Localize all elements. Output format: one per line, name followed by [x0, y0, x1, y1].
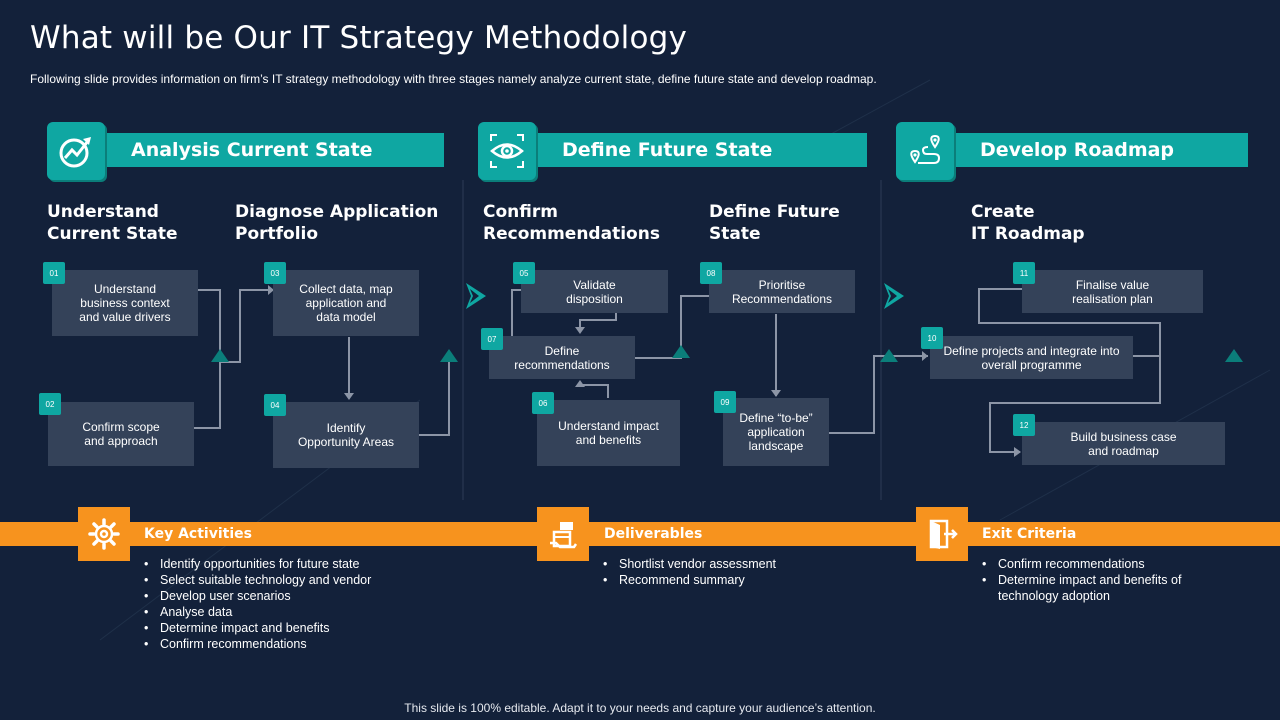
step-number-04: 04: [264, 394, 286, 416]
list-item: Recommend summary: [601, 572, 861, 588]
list-item: Confirm recommendations: [980, 556, 1212, 572]
stage-title-analysis: Analysis Current State: [131, 139, 373, 161]
step-box-04: Identify Opportunity Areas: [273, 402, 419, 468]
list-item: Confirm recommendations: [142, 636, 442, 652]
exit-door-icon: [916, 507, 968, 561]
step-number-06: 06: [532, 392, 554, 414]
deliverables-list: Shortlist vendor assessment Recommend su…: [601, 556, 861, 588]
stage-banner-analysis: [96, 133, 444, 167]
list-item: Determine impact and benefits: [142, 620, 442, 636]
step-box-02: Confirm scope and approach: [48, 402, 194, 466]
step-box-03: Collect data, map application and data m…: [273, 270, 419, 336]
list-item: Analyse data: [142, 604, 442, 620]
step-number-01: 01: [43, 262, 65, 284]
list-item: Select suitable technology and vendor: [142, 572, 442, 588]
step-box-01: Understand business context and value dr…: [52, 270, 198, 336]
step-number-03: 03: [264, 262, 286, 284]
step-box-11: Finalise value realisation plan: [1022, 270, 1203, 313]
bottom-orange-bar: [0, 522, 1280, 546]
step-number-07: 07: [481, 328, 503, 350]
step-box-08: Prioritise Recommendations: [709, 270, 855, 313]
step-number-09: 09: [714, 391, 736, 413]
step-box-09: Define “to-be” application landscape: [723, 398, 829, 466]
stage-banner-roadmap: [945, 133, 1248, 167]
footer-note: This slide is 100% editable. Adapt it to…: [404, 701, 876, 715]
step-box-05: Validate disposition: [521, 270, 668, 313]
step-number-02: 02: [39, 393, 61, 415]
stage-title-future: Define Future State: [562, 139, 773, 161]
list-item: Identify opportunities for future state: [142, 556, 442, 572]
step-number-12: 12: [1013, 414, 1035, 436]
step-box-12: Build business case and roadmap: [1022, 422, 1225, 465]
exit-criteria-list: Confirm recommendations Determine impact…: [980, 556, 1212, 604]
step-number-10: 10: [921, 327, 943, 349]
page-subtitle: Following slide provides information on …: [30, 72, 877, 86]
exit-criteria-label: Exit Criteria: [982, 526, 1077, 542]
subheading-understand-current-state: Understand Current State: [47, 202, 178, 244]
eye-target-icon: [478, 122, 536, 180]
stage-title-roadmap: Develop Roadmap: [980, 139, 1175, 161]
step-box-06: Understand impact and benefits: [537, 400, 680, 466]
stage-banner-future: [526, 133, 867, 167]
list-item: Determine impact and benefits of technol…: [980, 572, 1212, 604]
subheading-confirm-recommendations: Confirm Recommendations: [483, 202, 660, 244]
step-box-07: Define recommendations: [489, 336, 635, 379]
list-item: Shortlist vendor assessment: [601, 556, 861, 572]
step-number-11: 11: [1013, 262, 1035, 284]
step-number-08: 08: [700, 262, 722, 284]
key-activities-label: Key Activities: [144, 526, 252, 542]
subheading-diagnose-portfolio: Diagnose Application Portfolio: [235, 202, 439, 244]
key-activities-list: Identify opportunities for future state …: [142, 556, 442, 652]
deliverables-label: Deliverables: [604, 526, 703, 542]
delivery-box-icon: [537, 507, 589, 561]
page-title: What will be Our IT Strategy Methodology: [30, 20, 688, 56]
chart-growth-icon: [47, 122, 105, 180]
step-number-05: 05: [513, 262, 535, 284]
step-box-10: Define projects and integrate into overa…: [930, 336, 1133, 379]
gear-settings-icon: [78, 507, 130, 561]
subheading-define-future-state: Define Future State: [709, 202, 840, 244]
list-item: Develop user scenarios: [142, 588, 442, 604]
map-route-icon: [896, 122, 954, 180]
subheading-create-it-roadmap: Create IT Roadmap: [971, 202, 1085, 244]
